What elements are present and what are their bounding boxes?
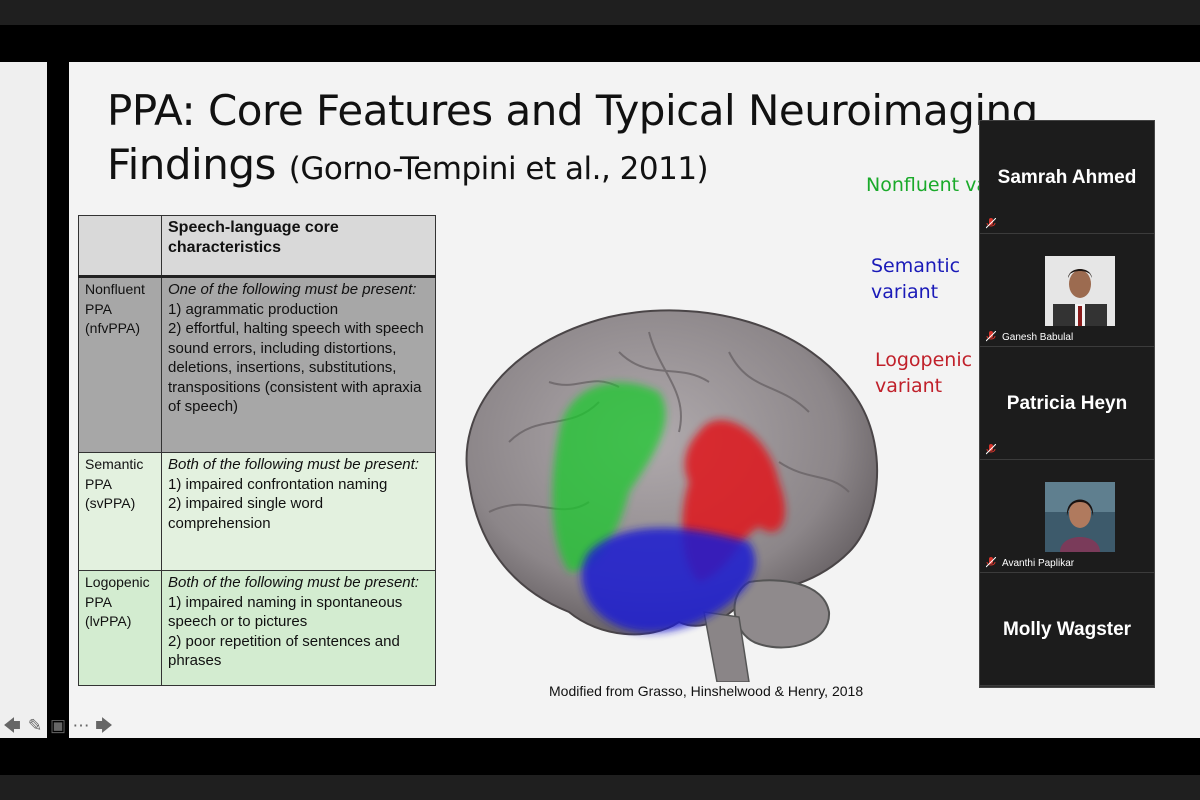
- mic-muted-icon: [986, 218, 996, 229]
- participants-panel: Samrah Ahmed Ganesh Babulal Patricia Hey…: [979, 120, 1155, 688]
- participant-name: Avanthi Paplikar: [1002, 558, 1075, 569]
- cerebellum-shape: [733, 579, 831, 649]
- criteria-item: 1) impaired confrontation naming: [168, 475, 388, 493]
- nonfluent-region: [552, 382, 666, 572]
- bottom-toolbar: [0, 775, 1200, 800]
- legend-nonfluent: Nonfluent va: [866, 174, 988, 196]
- left-slide-edge: [0, 62, 47, 738]
- slide-title: PPA: Core Features and Typical Neuroimag…: [107, 84, 1107, 196]
- semantic-region: [581, 528, 756, 633]
- table-header: Speech-language core characteristics: [161, 215, 436, 278]
- brain-illustration: [465, 309, 879, 682]
- participant-name: Molly Wagster: [1002, 619, 1132, 640]
- participant-video: [1045, 256, 1115, 326]
- brainstem-shape: [703, 611, 750, 682]
- avatar: [1045, 482, 1115, 552]
- criteria-item: 2) impaired single word comprehension: [168, 495, 324, 532]
- legend-logopenic-text: Logopenic variant: [875, 349, 973, 397]
- slides-icon[interactable]: ▣: [49, 716, 67, 735]
- criteria-item: 1) impaired naming in spontaneous speech…: [168, 593, 403, 631]
- variant-label: Logopenic PPA (lvPPA): [78, 570, 162, 686]
- criteria-lead: Both of the following must be present:: [168, 456, 419, 473]
- mic-muted-icon: [986, 331, 996, 342]
- gyri-lines: [488, 331, 850, 513]
- participant-name: Patricia Heyn: [1006, 393, 1128, 414]
- criteria-lead: Both of the following must be present:: [168, 574, 419, 591]
- mic-muted-icon: [986, 444, 996, 455]
- figure-caption: Modified from Grasso, Hinshelwood & Henr…: [549, 683, 864, 699]
- variant-label: Nonfluent PPA (nfvPPA): [78, 276, 162, 453]
- participant-name: Samrah Ahmed: [997, 167, 1137, 188]
- prev-arrow-icon[interactable]: 🡄: [3, 716, 21, 735]
- legend-semantic: Semantic variant: [871, 253, 981, 305]
- criteria-cell: Both of the following must be present: 1…: [161, 452, 436, 571]
- ppa-table: Speech-language core characteristics Non…: [78, 215, 436, 686]
- participant-tile[interactable]: Samrah Ahmed: [980, 121, 1154, 234]
- variant-label: Semantic PPA (svPPA): [78, 452, 162, 571]
- slide-title-citation: (Gorno-Tempini et al., 2011): [288, 151, 709, 187]
- table-row: Logopenic PPA (lvPPA) Both of the follow…: [78, 570, 436, 686]
- participant-tile[interactable]: Patricia Heyn: [980, 347, 1154, 460]
- criteria-cell: One of the following must be present: 1)…: [161, 276, 436, 453]
- table-row: Nonfluent PPA (nfvPPA) One of the follow…: [78, 276, 436, 453]
- mic-muted-icon: [986, 557, 996, 568]
- participant-tile[interactable]: Ganesh Babulal: [980, 234, 1154, 347]
- avatar: [1045, 256, 1115, 326]
- table-row: Semantic PPA (svPPA) Both of the followi…: [78, 452, 436, 571]
- slide-title-main: PPA: Core Features and Typical Neuroimag…: [107, 86, 1038, 189]
- more-icon[interactable]: ⋯: [72, 716, 90, 735]
- criteria-item: 2) effortful, halting speech with speech…: [168, 320, 424, 415]
- criteria-cell: Both of the following must be present: 1…: [161, 570, 436, 686]
- slide-nav-toolbar: 🡄 ✎ ▣ ⋯ 🡆: [2, 714, 114, 738]
- pen-icon[interactable]: ✎: [27, 716, 43, 735]
- next-arrow-icon[interactable]: 🡆: [95, 716, 113, 735]
- table-corner-cell: [78, 215, 162, 278]
- participant-tile[interactable]: Avanthi Paplikar: [980, 460, 1154, 573]
- criteria-item: 1) agrammatic production: [168, 300, 339, 318]
- participant-name: Ganesh Babulal: [1002, 332, 1074, 343]
- criteria-lead: One of the following must be present:: [168, 281, 417, 298]
- criteria-item: 2) poor repetition of sentences and phra…: [168, 632, 400, 670]
- legend-logopenic: Logopenic variant: [875, 347, 985, 399]
- legend-semantic-text: Semantic variant: [871, 255, 961, 303]
- top-toolbar: [0, 0, 1200, 25]
- participant-tile[interactable]: Molly Wagster: [980, 573, 1154, 686]
- participant-video: [1045, 482, 1115, 552]
